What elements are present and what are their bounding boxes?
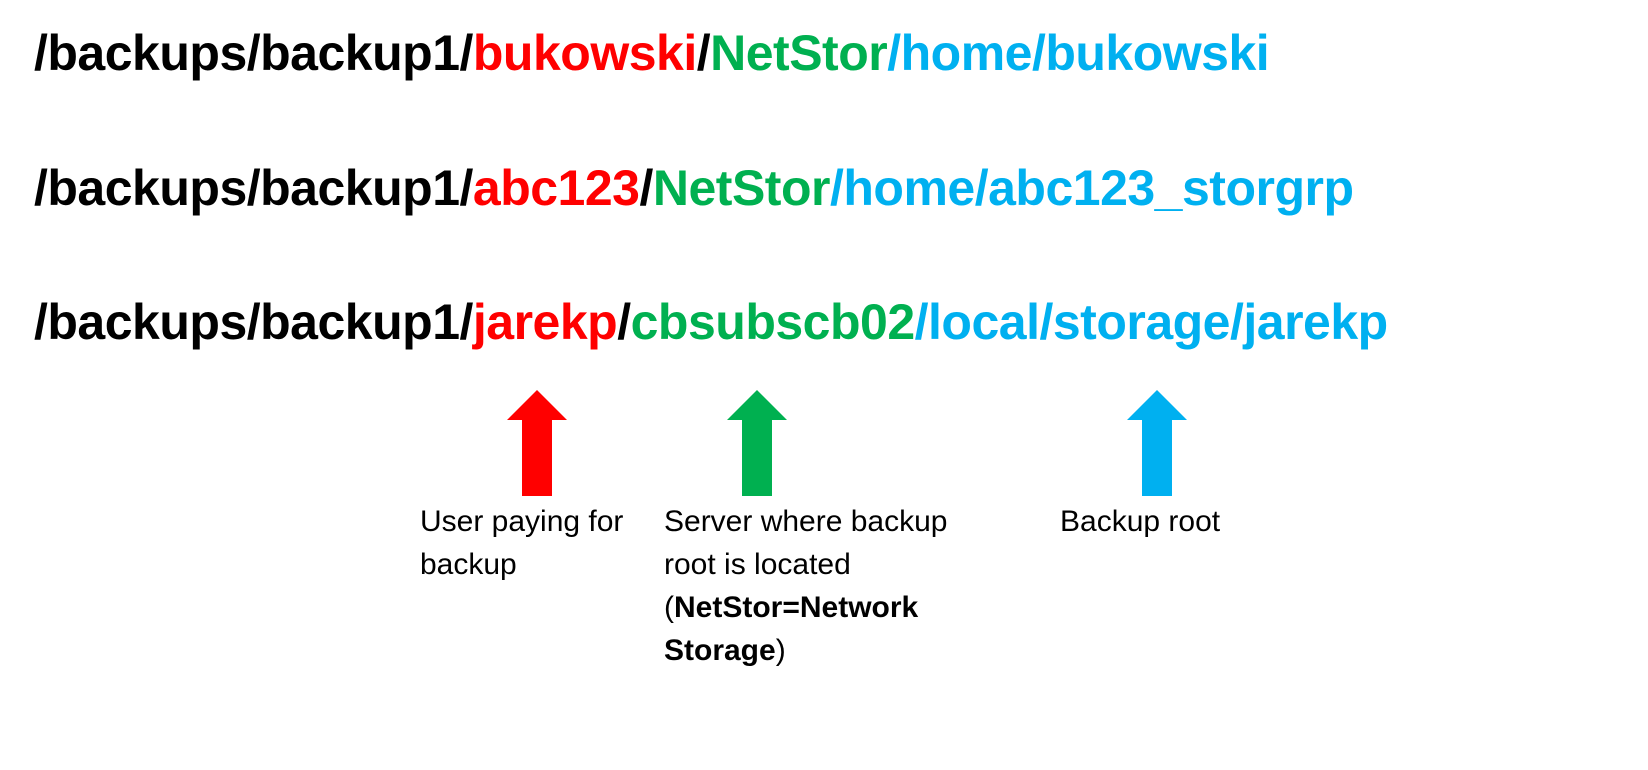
- path-separator: /: [696, 25, 711, 81]
- netstor-definition: NetStor=Network Storage: [664, 591, 919, 667]
- path-separator: /: [617, 294, 631, 350]
- path-line-abc123: /backups/backup1/abc123/NetStor/home/abc…: [34, 163, 1354, 213]
- path-line-bukowski: /backups/backup1/bukowski/NetStor/home/b…: [34, 25, 1270, 81]
- paren-open: (: [664, 591, 674, 624]
- path-base: /backups/backup1/: [34, 160, 473, 216]
- arrow-up-icon: [507, 390, 567, 496]
- path-user: bukowski: [472, 25, 697, 81]
- path-backup-root: /home/abc123_storgrp: [829, 160, 1354, 216]
- paren-close: ): [775, 634, 786, 667]
- arrow-up-icon: [727, 390, 787, 496]
- server-annotation: Server where backup root is located (Net…: [664, 500, 964, 672]
- arrow-up-icon: [1127, 390, 1187, 496]
- path-separator: /: [639, 160, 653, 216]
- root-annotation: Backup root: [1060, 505, 1221, 538]
- path-user: jarekp: [472, 294, 618, 350]
- path-server: NetStor: [652, 160, 831, 216]
- path-server: NetStor: [710, 25, 888, 81]
- path-user: abc123: [472, 160, 640, 216]
- server-annotation-text: Server where backup root is located: [664, 505, 948, 581]
- path-line-jarekp: /backups/backup1/jarekp/cbsubscb02/local…: [34, 297, 1388, 347]
- path-base: /backups/backup1/: [34, 25, 473, 81]
- path-base: /backups/backup1/: [34, 294, 473, 350]
- path-backup-root: /home/bukowski: [887, 25, 1270, 81]
- path-server: cbsubscb02: [630, 294, 916, 350]
- user-annotation: User paying for backup: [420, 505, 624, 581]
- path-backup-root: /local/storage/jarekp: [914, 294, 1389, 350]
